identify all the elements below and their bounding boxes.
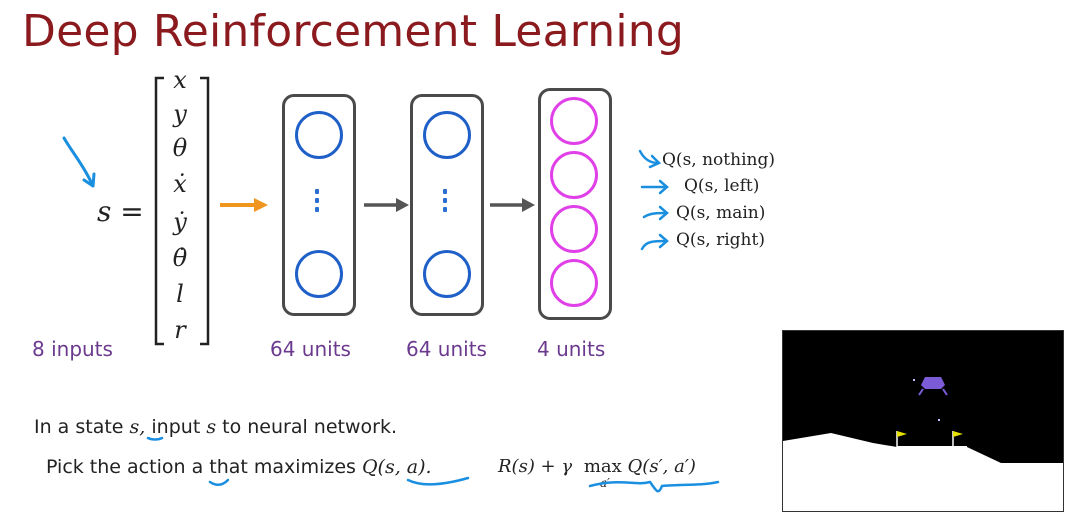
neuron [295,250,343,298]
text-segment: that maximizes [209,456,356,478]
lunar-lander-scene [783,377,1063,511]
hidden2-label: 64 units [406,337,487,361]
gray-arrow-icon [364,198,409,212]
output-neuron [550,97,598,145]
output-neuron [550,259,598,307]
inputs-label: 8 inputs [32,337,113,361]
gray-arrow-icon [490,198,535,212]
hidden-layer-1 [282,94,356,316]
state-symbol: s [206,416,217,438]
hidden-layer-2 [410,94,484,316]
state-equation-lhs: s = [97,195,144,228]
reward-term: R(s) + γ [498,456,573,477]
state-var-x: x [173,66,187,94]
neuron [423,111,471,159]
q-output-main: Q(s, main) [676,203,766,223]
vertical-ellipsis-icon [314,189,320,216]
lunar-lander-game-panel [782,330,1064,512]
instruction-line-2: Pick the action a that maximizes Q(s, a)… [46,456,432,478]
vertical-ellipsis-icon [442,189,448,216]
hidden1-label: 64 units [270,337,351,361]
q-prime-term: Q(s′, a′) [627,456,696,477]
action-symbol: a [191,456,204,478]
text-segment: input [151,416,201,438]
annotation-arrow-icon [62,136,96,188]
handwritten-underlines [146,436,720,493]
state-var-y-dot: ẏ [173,208,187,236]
lander-icon [921,377,945,389]
state-vector-brackets [154,76,210,346]
neuron [423,250,471,298]
state-var-x-dot: ẋ [173,170,187,198]
state-symbol: s, [129,416,146,438]
state-var-l: l [176,280,184,308]
state-var-theta-dot: θ̇ [172,244,188,272]
bellman-formula: R(s) + γ max Q(s′, a′) [498,456,696,477]
terrain-ground [783,433,1063,511]
output-layer [538,88,612,320]
instruction-line-1: In a state s, input s to neural network. [34,416,397,438]
blue-arrow-icon [638,149,669,251]
max-operator: max [583,456,622,477]
state-var-y: y [173,100,187,128]
q-output-nothing: Q(s, nothing) [662,150,775,170]
q-output-left: Q(s, left) [684,176,760,196]
text-segment: In a state [34,416,124,438]
output-label: 4 units [537,337,606,361]
q-function-text: Q(s, a). [361,456,432,478]
output-neuron [550,151,598,199]
q-output-right: Q(s, right) [676,230,765,250]
state-var-r: r [174,316,186,344]
output-neuron [550,205,598,253]
landing-pad-flag-icon [953,431,963,437]
text-segment: to neural network. [222,416,397,438]
page-title: Deep Reinforcement Learning [22,6,684,57]
landing-pad-flag-icon [897,431,907,437]
state-var-theta: θ [172,134,188,162]
text-segment: Pick the action [46,456,186,478]
neuron [295,111,343,159]
orange-arrow-icon [220,198,268,212]
